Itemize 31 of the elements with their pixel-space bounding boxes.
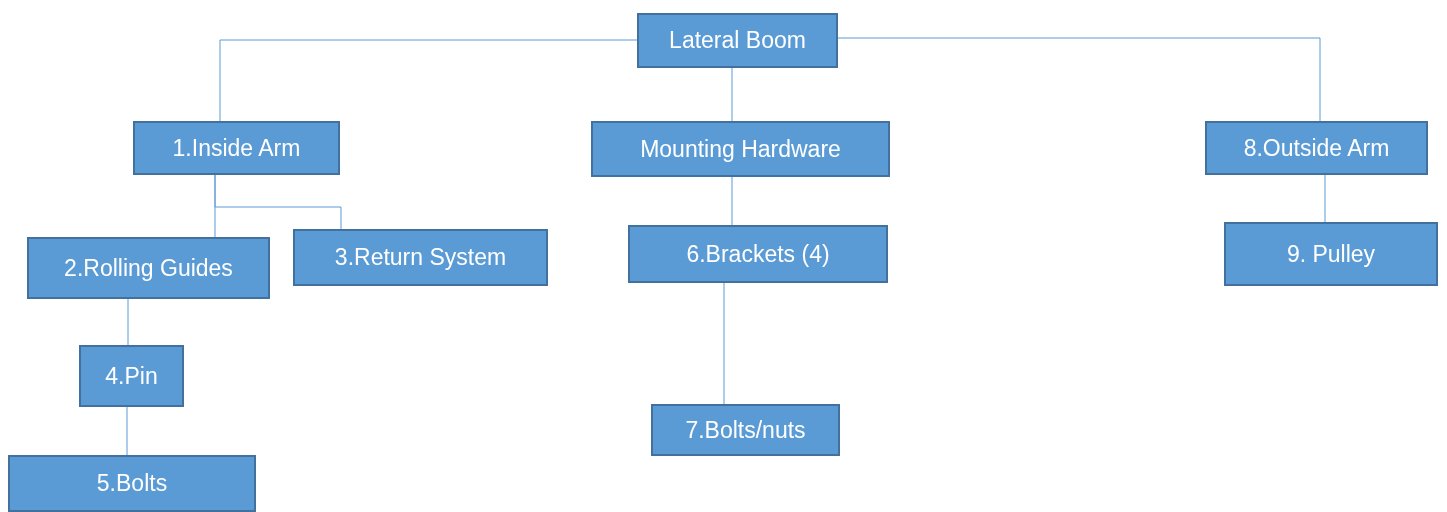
box-label: 2.Rolling Guides <box>64 253 233 283</box>
process-box <box>637 13 838 68</box>
process-box <box>1224 222 1438 286</box>
process-box <box>591 121 890 177</box>
connector-line <box>126 406 128 456</box>
box-label: 1.Inside Arm <box>172 133 301 163</box>
box-label: 6.Brackets (4) <box>686 239 830 269</box>
connector-line <box>127 298 129 346</box>
connector-line <box>214 174 342 230</box>
process-box <box>27 237 270 299</box>
process-box <box>79 345 184 407</box>
connector-line <box>219 39 638 122</box>
box-label: 5.Bolts <box>96 469 168 499</box>
process-box <box>133 121 340 175</box>
box-label: 4.Pin <box>105 361 158 391</box>
box-label: 3.Return System <box>334 243 507 273</box>
connector-line <box>1324 174 1326 223</box>
box-label: 8.Outside Arm <box>1243 133 1390 163</box>
connector-line <box>723 282 725 405</box>
process-box <box>293 229 548 286</box>
process-box <box>651 404 840 456</box>
box-label: Mounting Hardware <box>640 134 841 164</box>
connector-line <box>731 176 733 226</box>
process-box <box>628 225 888 283</box>
box-label: 9. Pulley <box>1286 239 1376 269</box>
process-box <box>1205 121 1428 175</box>
box-label: Lateral Boom <box>669 26 806 56</box>
process-box <box>8 455 256 512</box>
connector-line <box>731 67 733 122</box>
connector-line <box>837 37 1321 122</box>
box-label: 7.Bolts/nuts <box>685 415 806 445</box>
